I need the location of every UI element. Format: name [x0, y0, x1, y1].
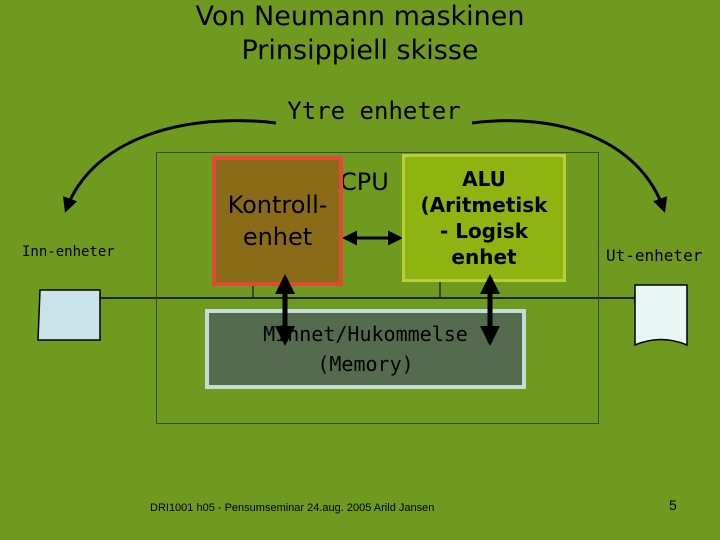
memory-box: Minnet/Hukommelse (Memory) [205, 309, 526, 389]
input-device-icon [37, 289, 101, 341]
output-units-label: Ut-enheter [606, 246, 703, 265]
curved-arrow-right [471, 119, 668, 213]
memory-label: Minnet/Hukommelse (Memory) [263, 322, 468, 376]
external-units-label: Ytre enheter [287, 97, 461, 125]
slide-title-line2: Prinsippiell skisse [241, 35, 479, 66]
page-number: 5 [669, 497, 677, 513]
slide-title-line1: Von Neumann maskinen [195, 1, 525, 32]
input-units-label: Inn-enheter [22, 244, 115, 260]
alu-label: ALU (Aritmetisk - Logisk enhet [420, 167, 548, 269]
curved-arrow-left [63, 119, 277, 213]
control-unit-label: Kontroll- enhet [227, 191, 328, 251]
output-device-icon [634, 284, 688, 347]
cpu-label: CPU [340, 168, 389, 196]
footer-text: DRI1001 h05 - Pensumseminar 24.aug. 2005… [150, 502, 435, 514]
control-unit-box: Kontroll- enhet [212, 156, 343, 286]
cpu-frame [156, 152, 599, 424]
